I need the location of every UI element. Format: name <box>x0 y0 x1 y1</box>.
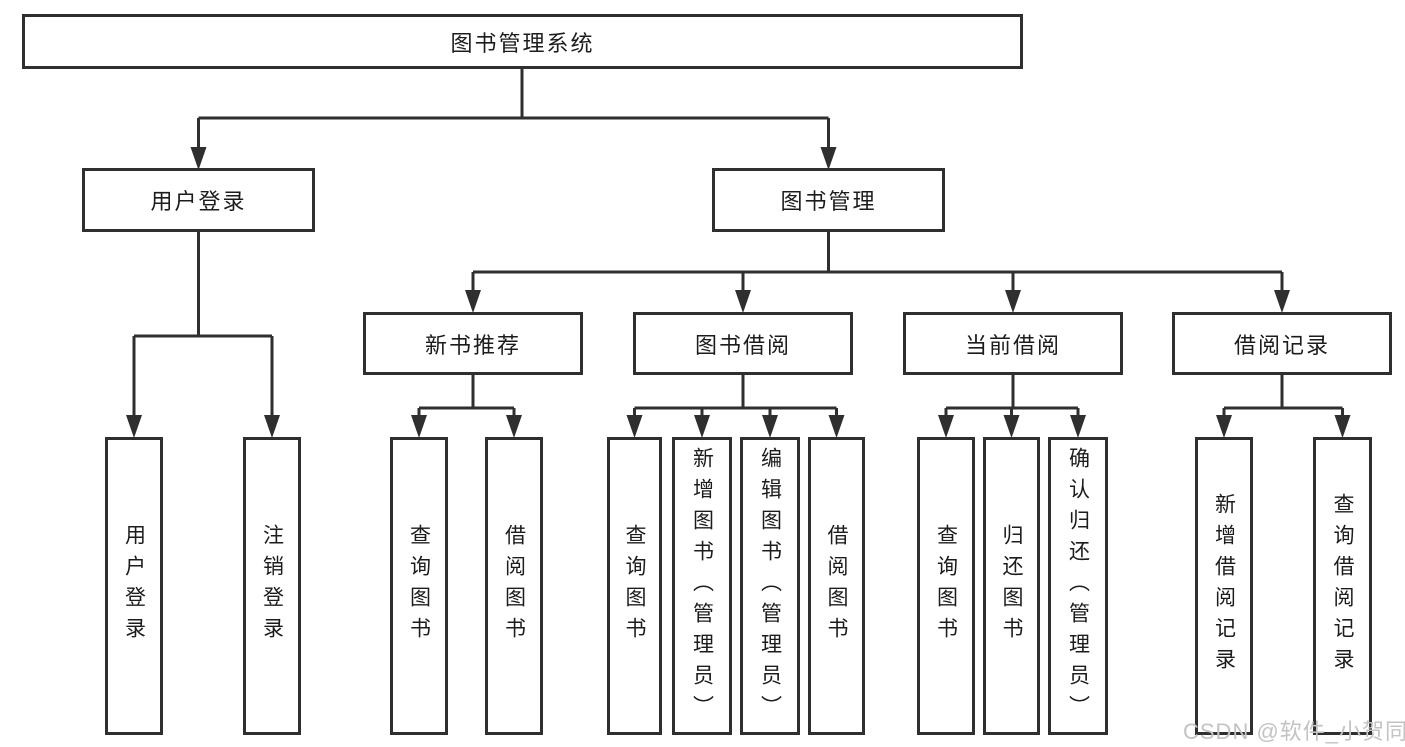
leaf-query-books-recommend: 查询图书 <box>390 437 448 735</box>
leaf-label: 归还图书 <box>1000 524 1024 648</box>
node-library-management-system: 图书管理系统 <box>22 14 1023 69</box>
connector-stems <box>132 69 1344 421</box>
leaf-label: 查询图书 <box>934 524 958 648</box>
leaf-label: 编辑图书（管理员） <box>758 446 782 726</box>
leaf-query-borrow-record: 查询借阅记录 <box>1313 437 1372 735</box>
leaf-user-login: 用户登录 <box>105 437 163 735</box>
node-book-borrowing: 图书借阅 <box>633 312 853 375</box>
node-current-borrowing: 当前借阅 <box>903 312 1123 375</box>
leaf-label: 查询借阅记录 <box>1331 493 1355 679</box>
leaf-borrow-books-borrowing: 借阅图书 <box>808 437 865 735</box>
node-book-management: 图书管理 <box>712 168 945 232</box>
leaf-logout: 注销登录 <box>243 437 301 735</box>
node-borrowing-records: 借阅记录 <box>1172 312 1392 375</box>
node-label: 借阅记录 <box>1233 332 1330 358</box>
leaf-query-books-current: 查询图书 <box>917 437 975 735</box>
leaf-add-book-admin: 新增图书（管理员） <box>672 437 732 735</box>
leaf-label: 借阅图书 <box>825 524 849 648</box>
leaf-borrow-books-recommend: 借阅图书 <box>485 437 543 735</box>
csdn-watermark: CSDN @软件_小贺同学 <box>1183 719 1405 744</box>
node-label: 用户登录 <box>150 189 247 214</box>
node-new-book-recommendation: 新书推荐 <box>363 312 583 375</box>
arrowheads <box>126 147 1351 438</box>
leaf-confirm-return-admin: 确认归还（管理员） <box>1048 437 1108 735</box>
leaf-add-borrow-record: 新增借阅记录 <box>1195 437 1253 735</box>
node-label: 图书管理 <box>780 189 877 214</box>
leaf-label: 新增借阅记录 <box>1212 493 1236 679</box>
leaf-label: 查询图书 <box>407 524 431 648</box>
leaf-return-book: 归还图书 <box>983 437 1040 735</box>
node-label: 当前借阅 <box>964 332 1061 358</box>
leaf-label: 确认归还（管理员） <box>1066 446 1090 726</box>
leaf-query-books-borrowing: 查询图书 <box>607 437 662 735</box>
leaf-label: 查询图书 <box>623 524 647 648</box>
leaf-label: 借阅图书 <box>502 524 526 648</box>
leaf-label: 用户登录 <box>122 524 146 648</box>
node-user-login: 用户登录 <box>82 168 315 232</box>
leaf-label: 新增图书（管理员） <box>690 446 714 726</box>
leaf-label: 注销登录 <box>260 524 284 648</box>
node-label: 图书借阅 <box>694 332 791 358</box>
node-label: 新书推荐 <box>424 332 521 358</box>
node-label: 图书管理系统 <box>450 30 595 56</box>
leaf-edit-book-admin: 编辑图书（管理员） <box>740 437 800 735</box>
